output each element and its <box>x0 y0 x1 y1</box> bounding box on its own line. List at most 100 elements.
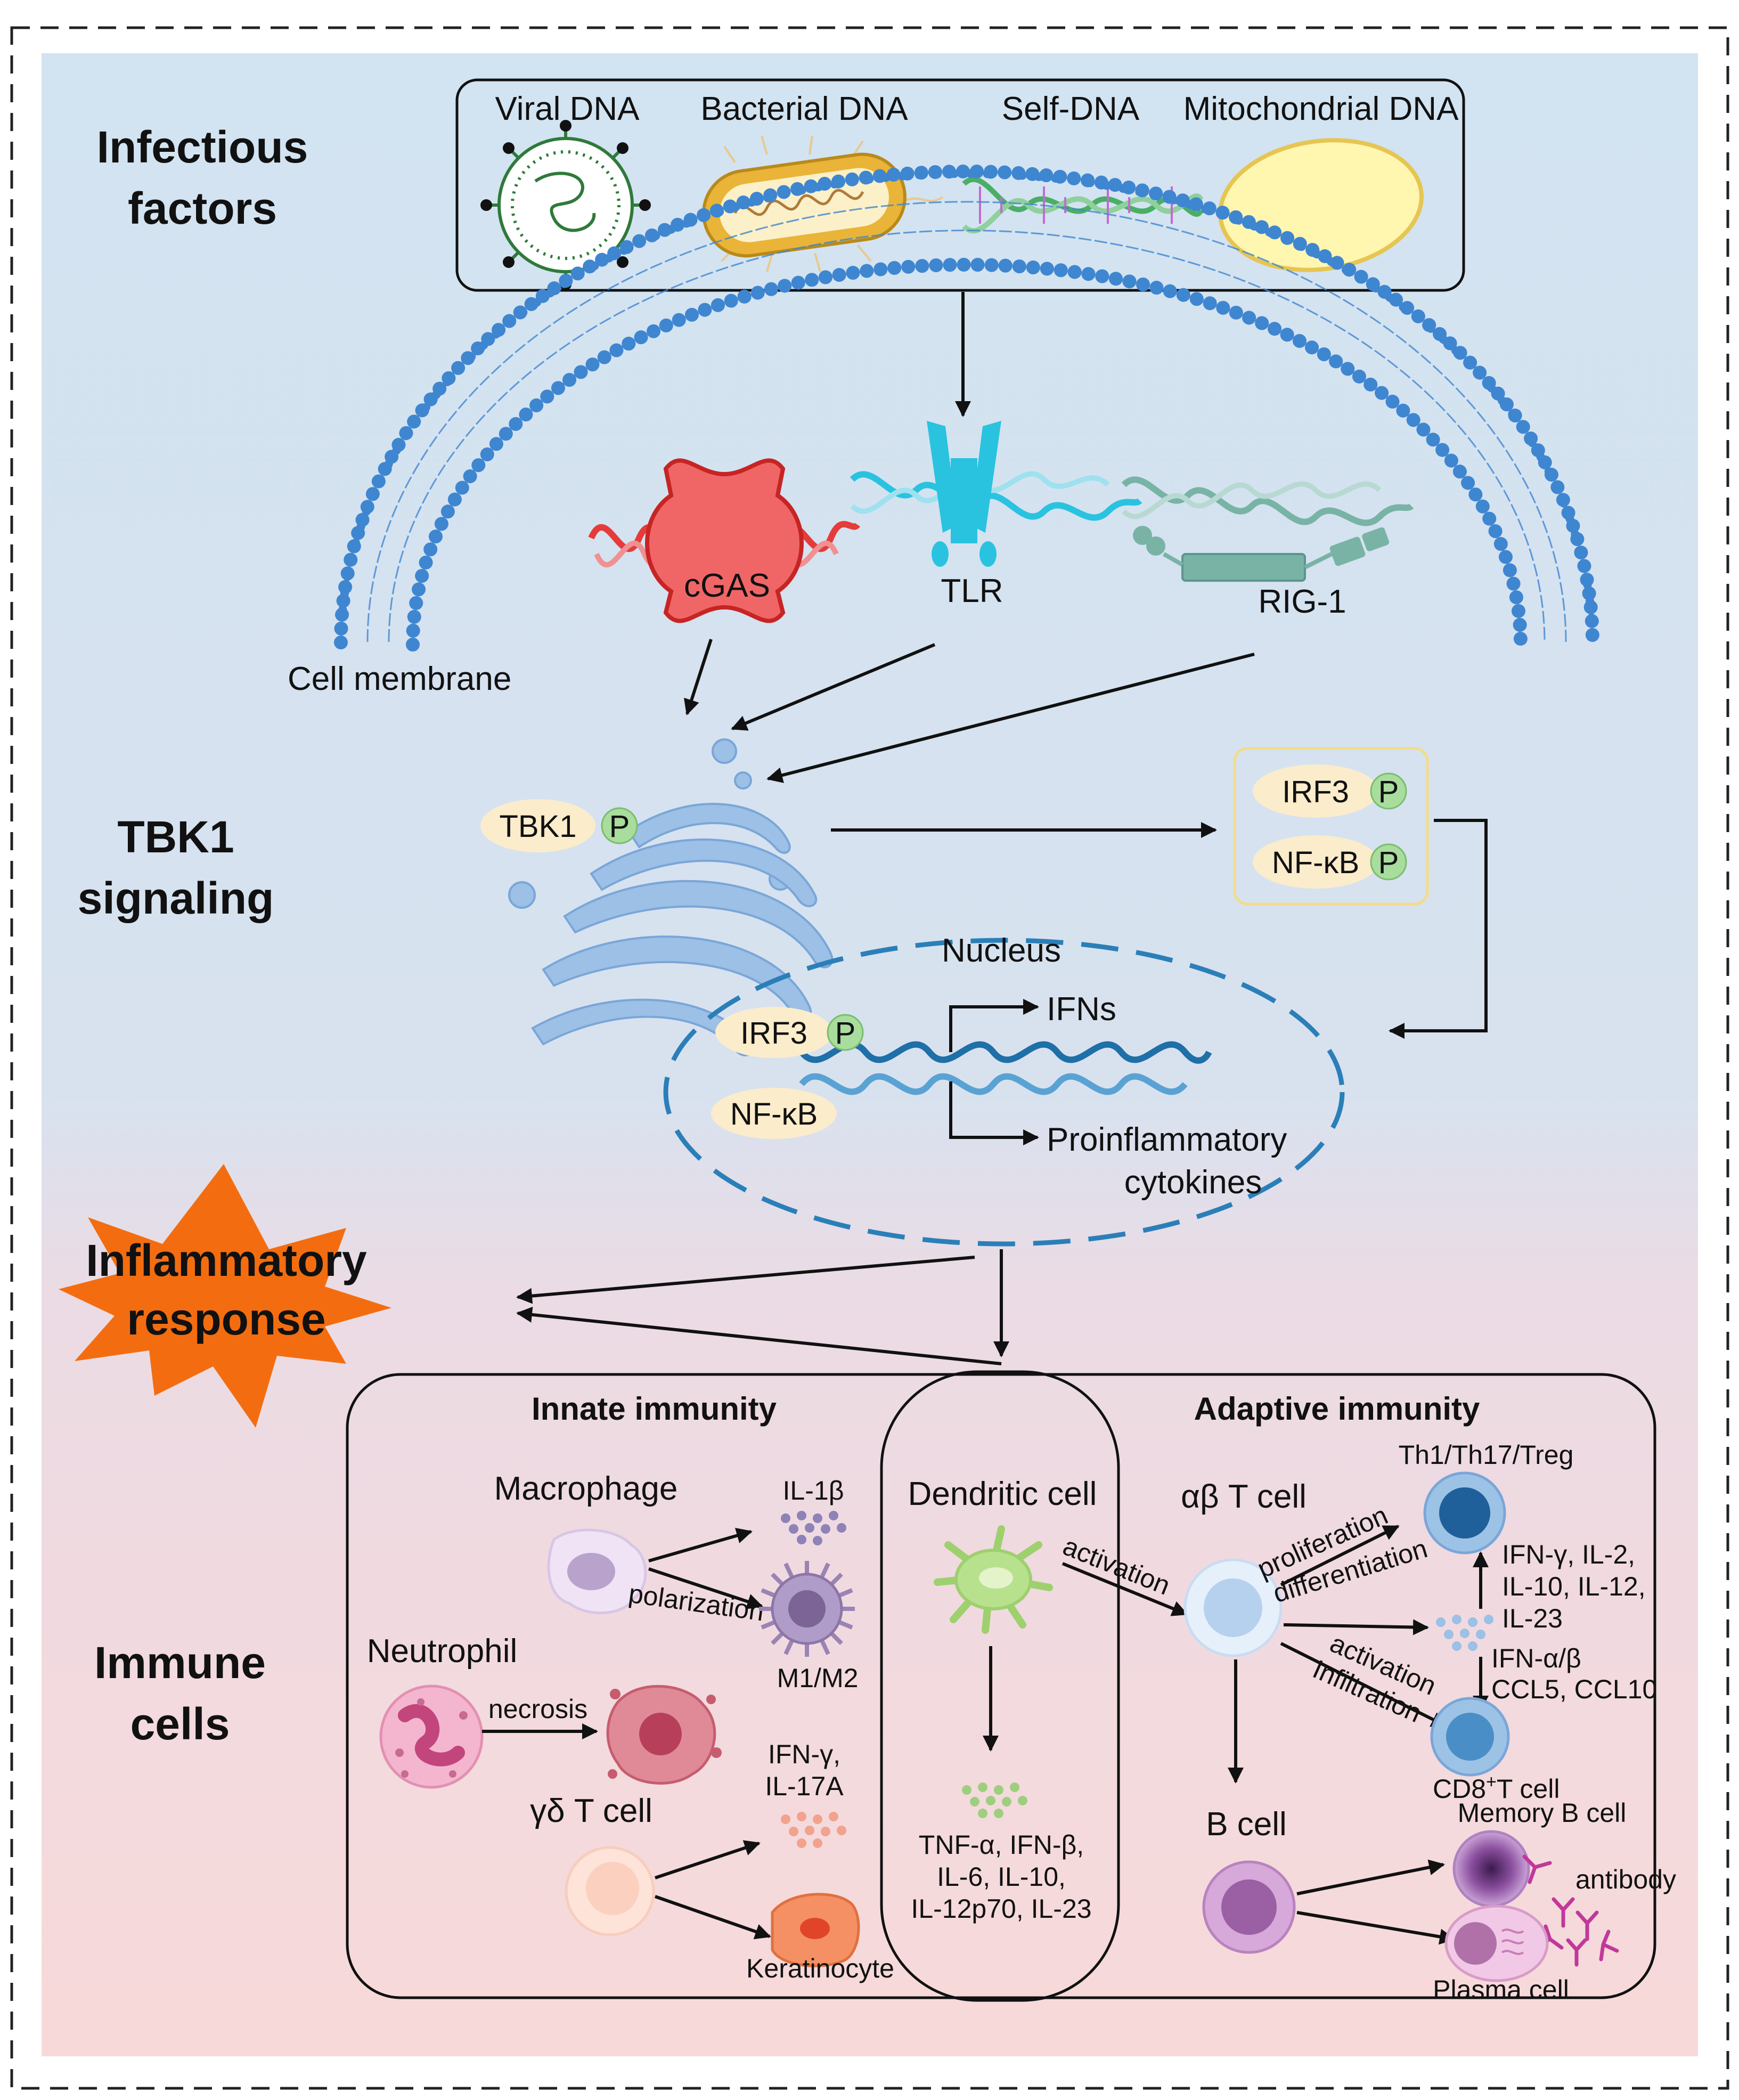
label-abt-cyt-2: IL-10, IL-12, <box>1502 1572 1646 1601</box>
th-cell-icon <box>1423 1471 1506 1554</box>
label-abt-cell: αβ T cell <box>1181 1478 1307 1515</box>
abt-cell-icon <box>1183 1558 1283 1657</box>
gdt-cytokine-dots-icon <box>781 1812 846 1848</box>
label-tbk1-p: P <box>609 809 630 844</box>
neutrophil-icon <box>379 1684 484 1789</box>
nucleus-irf3-pill <box>715 1007 832 1058</box>
macrophage-icon <box>547 1528 647 1615</box>
title-immune: Immune <box>94 1638 266 1688</box>
label-nucleus: Nucleus <box>942 932 1061 969</box>
nucleus-dna-icon <box>799 1041 1212 1095</box>
label-proinflammatory: Proinflammatory <box>1047 1121 1287 1158</box>
label-nfkb: NF-κB <box>1272 845 1359 880</box>
label-antibody: antibody <box>1575 1865 1676 1894</box>
label-nfkb-p: P <box>1378 845 1399 880</box>
arrow-abt-to-cd8 <box>1280 1642 1448 1728</box>
arrow-to-proinflammatory <box>949 1081 1039 1145</box>
arrow-rig1-to-golgi <box>766 653 1255 783</box>
abt-cytokine-dots-icon <box>1436 1615 1493 1651</box>
label-bacterial-dna: Bacterial DNA <box>700 91 908 127</box>
arrow-to-ifns <box>949 999 1039 1052</box>
memory-bcell-icon <box>1452 1830 1530 1908</box>
dendritic-cell-nucleus <box>979 1567 1013 1589</box>
phospho-factors-box <box>1233 747 1429 906</box>
header-innate: Innate immunity <box>532 1391 777 1427</box>
nfkb-pill <box>1253 835 1378 889</box>
arrow-abt-to-th <box>1280 1525 1400 1586</box>
outer-dashed-frame <box>10 26 1729 2090</box>
label-il1b: IL-1β <box>783 1476 844 1505</box>
label-irf3: IRF3 <box>1282 775 1349 809</box>
keratinocyte-icon <box>771 1893 860 1967</box>
inflammatory-starburst <box>59 1164 391 1428</box>
label-irf3-p: P <box>1378 775 1399 809</box>
title-tbk1: TBK1 <box>117 812 234 862</box>
label-ifng-il17a-2: IL-17A <box>765 1771 844 1801</box>
label-plasma-cell: Plasma cell <box>1433 1975 1569 2005</box>
label-nucleus-nfkb: NF-κB <box>730 1097 818 1132</box>
arrow-gdt-to-cytokines <box>655 1840 761 1879</box>
label-cytokines: cytokines <box>1124 1164 1262 1201</box>
label-gdt: γδ T cell <box>530 1793 652 1829</box>
label-bcell: B cell <box>1206 1806 1287 1843</box>
label-necrosis: necrosis <box>488 1694 587 1724</box>
nucleus-outline <box>663 938 1345 1247</box>
dendritic-box <box>880 1370 1120 2002</box>
cell-membrane <box>334 164 1599 652</box>
nucleus-nfkb-pill <box>711 1088 837 1139</box>
arrow-cgas-to-golgi <box>683 639 713 715</box>
arrow-abt-to-cytokines <box>1283 1619 1429 1635</box>
label-abt-cyt-1: IFN-γ, IL-2, <box>1502 1540 1635 1569</box>
arrow-bcell-to-plasma <box>1296 1911 1456 1945</box>
label-cell-membrane: Cell membrane <box>288 661 511 697</box>
dendritic-cytokine-dots-icon <box>962 1782 1027 1818</box>
title-infectious: Infectious <box>97 122 308 172</box>
label-cd8: CD8+T cell <box>1433 1772 1560 1804</box>
label-rig1: RIG-1 <box>1258 583 1346 620</box>
m1m2-macrophage-icon <box>759 1561 855 1657</box>
header-adaptive: Adaptive immunity <box>1194 1391 1480 1427</box>
arrow-factors-to-nucleus <box>1389 819 1488 1039</box>
tlr-icon <box>850 421 1142 567</box>
label-abt-cyt-3: IL-23 <box>1502 1604 1563 1633</box>
cgas-icon <box>588 458 860 623</box>
title-cells: cells <box>130 1699 230 1749</box>
title-inflammatory: Inflammatory <box>86 1235 367 1285</box>
label-memory-bcell: Memory B cell <box>1458 1798 1627 1828</box>
section-titles: Infectious factors TBK1 signaling Immune… <box>78 122 308 1749</box>
label-dc-cyt-2: IL-6, IL-10, <box>937 1862 1066 1892</box>
arrow-gdt-to-keratinocyte <box>655 1895 771 1940</box>
label-self-dna: Self-DNA <box>1002 91 1140 127</box>
label-nucleus-irf3-p: P <box>835 1016 856 1051</box>
label-ifng-il17a-1: IFN-γ, <box>768 1739 840 1769</box>
irf3-phospho <box>1370 772 1407 810</box>
label-tbk1: TBK1 <box>499 809 576 844</box>
label-cgas: cGAS <box>684 567 770 604</box>
label-m1m2: M1/M2 <box>777 1663 859 1693</box>
label-neutrophil: Neutrophil <box>367 1633 518 1670</box>
title-factors: factors <box>128 183 277 233</box>
nucleus-irf3-phospho <box>827 1014 864 1051</box>
immune-cells-box <box>346 1373 1656 1999</box>
label-ifns: IFNs <box>1047 991 1116 1028</box>
cd8-t-cell-icon <box>1430 1697 1510 1777</box>
gdt-cell-icon <box>565 1846 655 1936</box>
label-tlr: TLR <box>941 573 1003 609</box>
virus-icon <box>480 120 651 290</box>
label-dendritic-cell: Dendritic cell <box>908 1476 1097 1512</box>
b-cell-icon <box>1202 1860 1296 1954</box>
label-th-subsets: Th1/Th17/Treg <box>1399 1440 1574 1470</box>
plasma-cell-icon <box>1444 1904 1549 1982</box>
label-keratinocyte: Keratinocyte <box>746 1954 894 1983</box>
arrow-dc-activation <box>1062 1562 1188 1616</box>
infectious-factors-box <box>455 78 1465 292</box>
title-signaling: signaling <box>78 873 274 923</box>
tbk1-pill <box>480 799 595 852</box>
arrow-bcell-to-memory <box>1296 1859 1445 1895</box>
label-macrophage: Macrophage <box>494 1470 678 1507</box>
label-dc-cyt-1: TNF-α, IFN-β, <box>919 1830 1084 1860</box>
rig1-icon <box>1121 476 1414 582</box>
arrow-macrophage-to-m1m2 <box>648 1567 763 1609</box>
arrow-tlr-to-golgi <box>731 643 936 731</box>
